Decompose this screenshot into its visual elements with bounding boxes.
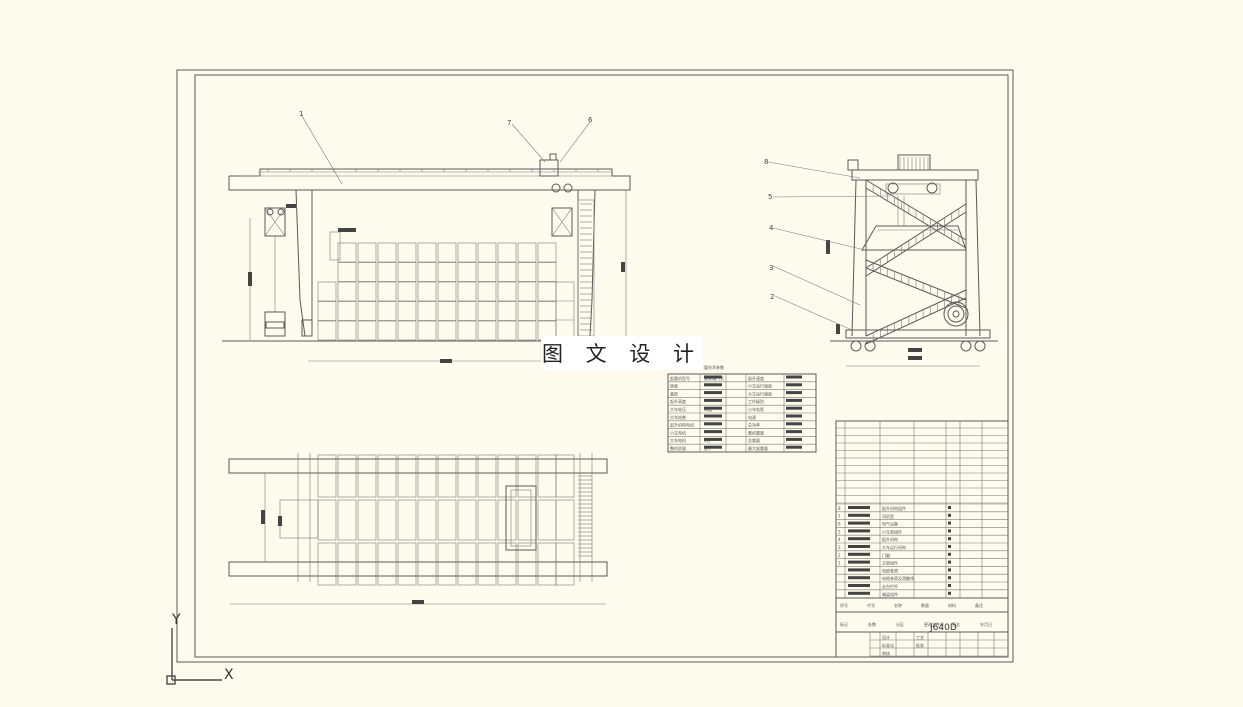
ucs-x-label: X (224, 667, 234, 683)
tech-row-label-2: 最大起重量 (748, 445, 768, 451)
tech-row-label: 起升机构电机 (670, 422, 694, 428)
tech-row-label-2: 大车运行速度 (748, 390, 772, 396)
watermark-label: 图 文 设 计 (541, 336, 703, 370)
tech-row-label: 大车轮数 (670, 414, 686, 420)
bom-row-name: 起升机构 (882, 536, 898, 542)
title-person-cell: 工艺 (916, 635, 924, 640)
bom-row-name: 走台栏杆 (882, 583, 898, 589)
title-header-cell: 数量 (921, 602, 929, 608)
bom-row-name: 电缆卷筒 (882, 567, 898, 573)
title-person-cell: 批准 (916, 642, 924, 648)
callout-7: 7 (507, 119, 511, 127)
inner-frame (194, 74, 1009, 658)
outer-frame (176, 69, 1014, 663)
tech-table-title: 主要技术参数 (700, 364, 724, 370)
tech-row-label-2: 总功率 (748, 422, 760, 428)
tech-row-label: 小车电机 (670, 429, 686, 435)
callout-5: 5 (768, 193, 772, 201)
tech-row-label-2: 电源 (748, 414, 756, 420)
title-bottom-cell: 标记 (840, 621, 848, 627)
bom-row-name: 小车架组件 (882, 528, 902, 534)
title-block: 起升机构组件 8 司机室 7 电气设备 6 小车架组件 5 起升机构 4 大车运行机构 3 门腿 2 主梁组… (835, 420, 1009, 658)
bom-row-no: 7 (838, 514, 841, 519)
front-view: 1 7 6 (222, 110, 640, 363)
title-person-cell: 审核 (882, 650, 890, 656)
tech-row-label-2: 小车轨距 (748, 406, 764, 412)
bom-row-no: 6 (838, 522, 841, 527)
tech-row-label: 整机质量 (670, 445, 686, 451)
tech-row-label: 起重机型号 (670, 375, 690, 381)
title-header-cell: 代号 (867, 602, 875, 608)
callout-1: 1 (299, 110, 303, 118)
callout-3: 3 (769, 264, 773, 272)
title-person-cell: 设计 (882, 634, 890, 640)
side-view: 8 5 4 3 2 (764, 154, 998, 367)
tech-row-label: 基距 (670, 390, 678, 396)
tech-row-label-2: 工作级别 (748, 398, 764, 404)
tech-row-label-2: 起升速度 (748, 375, 764, 381)
title-bottom-cell: 处数 (868, 621, 876, 627)
tech-row-label: 大车轮压 (670, 406, 686, 412)
title-header-cell: 名称 (894, 602, 902, 608)
tech-parameters-table: 主要技术参数 起重机型号集装箱门式起升速度跨度小车运行速度基距大车运行速度起升高… (667, 364, 817, 453)
title-header-cell: 备注 (975, 602, 983, 608)
tech-row-label: 起升高度 (670, 398, 686, 404)
top-view (228, 453, 608, 605)
bom-row-no: 5 (838, 529, 841, 534)
bom-row-no: 1 (838, 561, 841, 566)
ucs-y-label: Y (171, 612, 181, 628)
tech-row-label-2: 总重量 (748, 437, 760, 443)
bom-row-name: 电缆卷筒及滑触线 (882, 575, 914, 581)
bom-row-no: 2 (838, 553, 841, 558)
title-person-cell: 标准化 (882, 642, 894, 648)
bom-row-no: 3 (838, 545, 841, 550)
bom-row-name: 门腿 (882, 552, 890, 558)
tech-row-label-2: 整机重量 (748, 429, 764, 435)
bom-row-name: 大车运行机构 (882, 544, 906, 550)
drawing-code: J640D (929, 623, 957, 633)
title-header-cell: 序号 (840, 602, 848, 608)
callout-8: 8 (764, 158, 768, 166)
tech-row-label: 大车电机 (670, 437, 686, 443)
tech-row-label: 跨度 (670, 383, 678, 389)
title-bottom-cell: 更改文件号 (924, 621, 944, 627)
bom-row-name: 司机室 (882, 513, 894, 519)
title-bottom-cell: 签名 (952, 621, 960, 627)
tech-row-label-2: 小车运行速度 (748, 383, 772, 389)
callout-6: 6 (588, 116, 593, 124)
callout-4: 4 (769, 224, 774, 232)
bom-row-no: 8 (838, 506, 841, 511)
bom-row-name: 电气设备 (882, 521, 898, 527)
title-bottom-cell: 年月日 (980, 621, 992, 627)
bom-row-name: 主梁组件 (882, 560, 898, 566)
ucs-icon: Y X (166, 612, 234, 685)
callout-2: 2 (770, 293, 774, 301)
bom-row-no: 4 (838, 537, 841, 542)
title-bottom-cell: 分区 (896, 621, 904, 627)
title-header-cell: 材料 (948, 602, 956, 608)
bom-row-name: 端梁组件 (882, 591, 898, 597)
bom-row-name: 起升机构组件 (882, 505, 906, 511)
